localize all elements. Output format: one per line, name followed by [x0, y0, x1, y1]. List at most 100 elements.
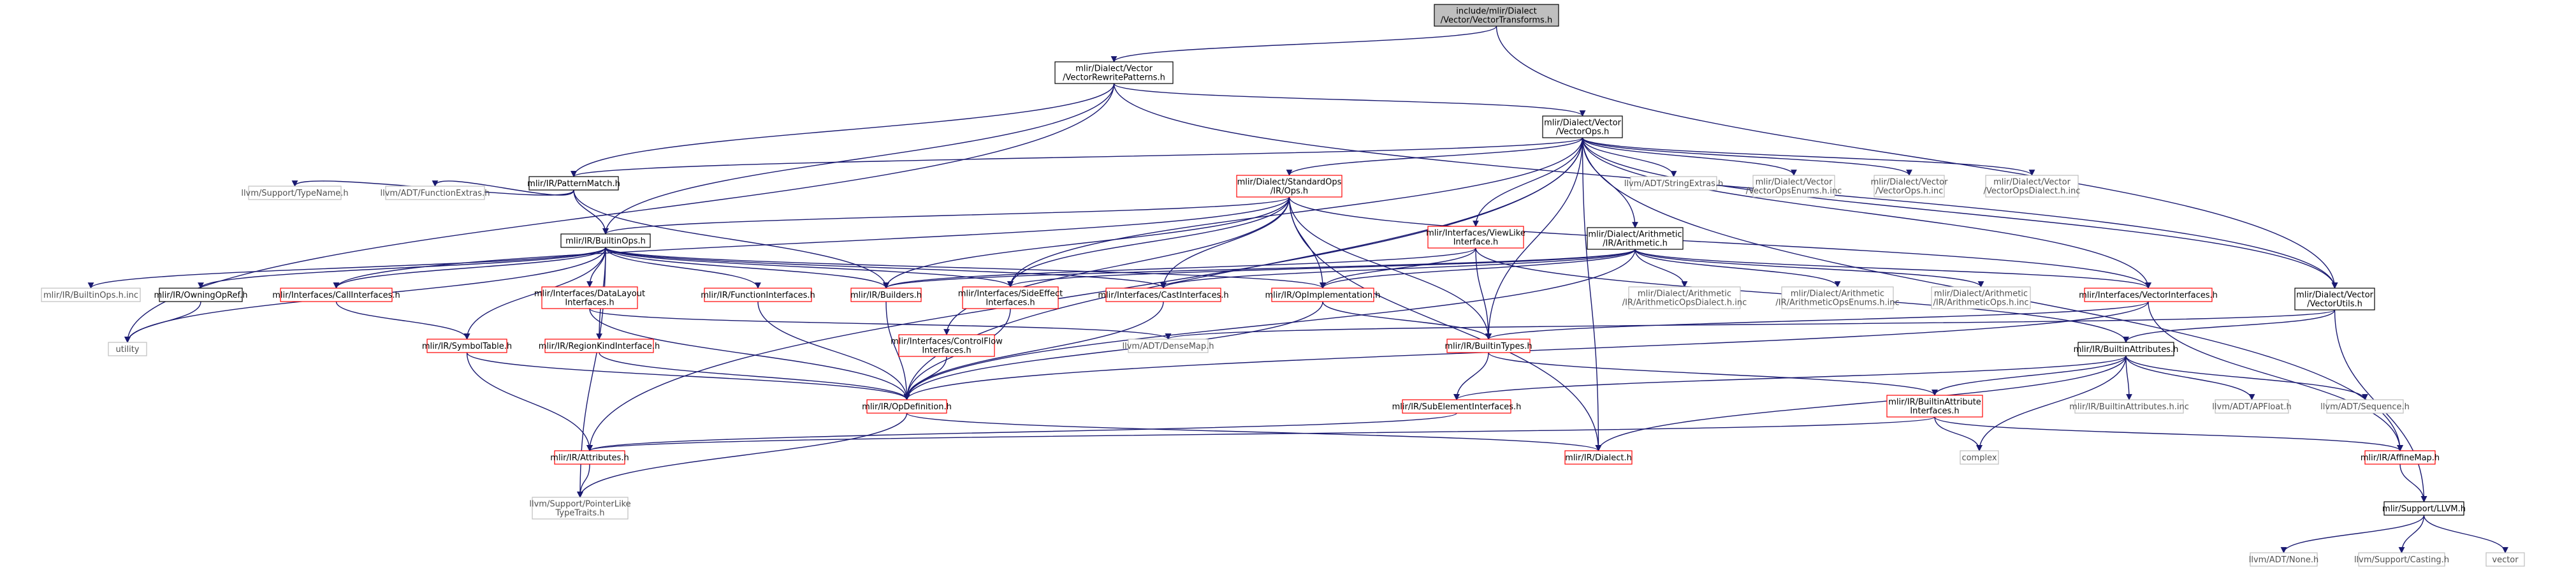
edge-bo-to-oor [198, 247, 606, 289]
node-label: mlir/IR/BuiltinTypes.h [1444, 342, 1532, 351]
node-pm[interactable]: mlir/IR/PatternMatch.h [527, 176, 620, 191]
edge-so-to-vi [1288, 196, 2151, 289]
node-bt[interactable]: mlir/IR/BuiltinTypes.h [1444, 339, 1532, 353]
node-seq: llvm/ADT/Sequence.h [2320, 399, 2410, 414]
node-box [159, 288, 243, 302]
node-label: vector [2492, 555, 2519, 565]
edge-ll-to-ca [2398, 515, 2425, 553]
edge-bt-to-bai [1488, 352, 1938, 396]
edge-ci-to-st [335, 301, 470, 340]
edge-vt-to-vu [1495, 26, 2338, 289]
node-label: Interfaces.h [986, 298, 1035, 308]
edge-vo-to-vu [1582, 137, 2338, 289]
node-cai[interactable]: mlir/Interfaces/CastInterfaces.h [1098, 288, 1229, 302]
node-label: llvm/ADT/Sequence.h [2320, 402, 2410, 412]
node-vu[interactable]: mlir/Dialect/Vector/VectorUtils.h [2294, 288, 2375, 310]
node-box [1587, 227, 1684, 250]
node-label: Interfaces.h [922, 346, 971, 356]
edge-bo-to-bu [605, 247, 889, 289]
node-rk[interactable]: mlir/IR/RegionKindInterface.h [539, 339, 660, 353]
node-label: llvm/Support/PointerLike [529, 500, 630, 509]
node-box [1985, 175, 2079, 198]
node-label: llvm/ADT/DenseMap.h [1122, 342, 1214, 351]
node-label: mlir/IR/RegionKindInterface.h [539, 342, 660, 351]
edge-st-to-od [466, 352, 910, 400]
edge-cf-to-od [903, 356, 947, 400]
edge-so-to-cf [943, 196, 1290, 335]
edge-bai-to-am [1934, 416, 2403, 451]
node-ci[interactable]: mlir/Interfaces/CallInterfaces.h [272, 288, 400, 302]
node-di[interactable]: mlir/IR/Dialect.h [1564, 450, 1633, 465]
edge-vo-to-so [1286, 137, 1583, 176]
node-bu[interactable]: mlir/IR/Builders.h [850, 288, 922, 302]
node-box [1781, 286, 1894, 309]
node-vod: mlir/Dialect/Vector/VectorOpsDialect.h.i… [1983, 175, 2081, 198]
node-ba[interactable]: mlir/IR/BuiltinAttributes.h [2074, 342, 2179, 356]
edge-bo-to-st [463, 247, 606, 340]
node-so[interactable]: mlir/Dialect/StandardOps/IR/Ops.h [1236, 175, 1343, 198]
edge-vrp-to-pm [571, 83, 1115, 177]
edge-ar-to-aad [1634, 249, 1688, 288]
edge-ar-to-vi [1634, 249, 2151, 289]
node-vrp[interactable]: mlir/Dialect/Vector/VectorRewritePattern… [1054, 61, 1174, 84]
node-vo[interactable]: mlir/Dialect/Vector/VectorOps.h [1542, 115, 1623, 138]
node-oor[interactable]: mlir/IR/OwningOpRef.h [154, 288, 248, 302]
node-ar[interactable]: mlir/Dialect/Arithmetic/IR/Arithmetic.h [1587, 227, 1684, 250]
node-box [2084, 288, 2213, 302]
node-label: mlir/IR/BuiltinAttributes.h.inc [2069, 402, 2189, 412]
edge-at-to-plt [577, 464, 590, 498]
edge-so-to-sei [1007, 196, 1290, 288]
edge-dli-to-od [589, 308, 910, 400]
edge-ar-to-od [903, 249, 1636, 400]
edge-oi-to-bt [1322, 301, 1492, 340]
node-label: llvm/Support/Casting.h [2354, 555, 2449, 565]
edge-ar-to-bu [883, 249, 1636, 289]
node-box [704, 288, 812, 302]
node-box [2485, 552, 2525, 567]
node-bainc: mlir/IR/BuiltinAttributes.h.inc [2069, 399, 2189, 414]
node-box [426, 339, 507, 353]
edge-bt-to-sei2 [1453, 352, 1489, 400]
node-label: mlir/Dialect/Vector [2296, 291, 2374, 300]
edge-rk-to-od [599, 352, 910, 400]
node-box [1271, 288, 1374, 302]
node-sei2[interactable]: mlir/IR/SubElementInterfaces.h [1392, 399, 1522, 414]
node-fi[interactable]: mlir/IR/FunctionInterfaces.h [701, 288, 815, 302]
node-vt[interactable]: include/mlir/Dialect/Vector/VectorTransf… [1434, 4, 1559, 27]
node-box [2215, 399, 2289, 414]
node-label: include/mlir/Dialect [1456, 7, 1537, 17]
node-ll[interactable]: mlir/Support/LLVM.h [2382, 501, 2466, 516]
node-vi[interactable]: mlir/Interfaces/VectorInterfaces.h [2079, 288, 2218, 302]
node-box [1446, 339, 1531, 353]
edge-so-to-bu [883, 196, 1290, 289]
node-label: mlir/Interfaces/SideEffect [958, 289, 1063, 299]
node-label: llvm/ADT/FunctionExtras.h [381, 189, 490, 198]
node-oi[interactable]: mlir/IR/OpImplementation.h [1265, 288, 1381, 302]
node-label: mlir/IR/SymbolTable.h [422, 342, 512, 351]
edge-od-to-plt [577, 412, 908, 498]
edge-vt-to-vrp [1110, 26, 1497, 62]
edge-ba-to-sei2 [1453, 355, 2127, 400]
node-label: mlir/IR/BuiltinOps.h.inc [43, 291, 138, 300]
node-bo[interactable]: mlir/IR/BuiltinOps.h [560, 233, 651, 248]
node-at[interactable]: mlir/IR/Attributes.h [550, 450, 629, 465]
node-st[interactable]: mlir/IR/SymbolTable.h [422, 339, 512, 353]
dependency-nodes: include/mlir/Dialect/Vector/VectorTransf… [41, 4, 2525, 567]
node-label: mlir/Interfaces/ViewLike [1426, 229, 1525, 238]
node-label: mlir/IR/BuiltinAttributes.h [2074, 345, 2179, 354]
node-od[interactable]: mlir/IR/OpDefinition.h [862, 399, 952, 414]
node-label: /IR/ArithmeticOpsEnums.h.inc [1775, 298, 1899, 308]
node-am[interactable]: mlir/IR/AffineMap.h [2361, 450, 2440, 465]
node-label: utility [116, 345, 140, 354]
node-box [528, 176, 619, 191]
node-label: /VectorOpsEnums.h.inc [1746, 187, 1842, 196]
node-label: /VectorOps.h.inc [1875, 187, 1944, 196]
node-label: /VectorOps.h [1556, 128, 1609, 137]
edge-ba-to-bai [1932, 355, 2127, 396]
